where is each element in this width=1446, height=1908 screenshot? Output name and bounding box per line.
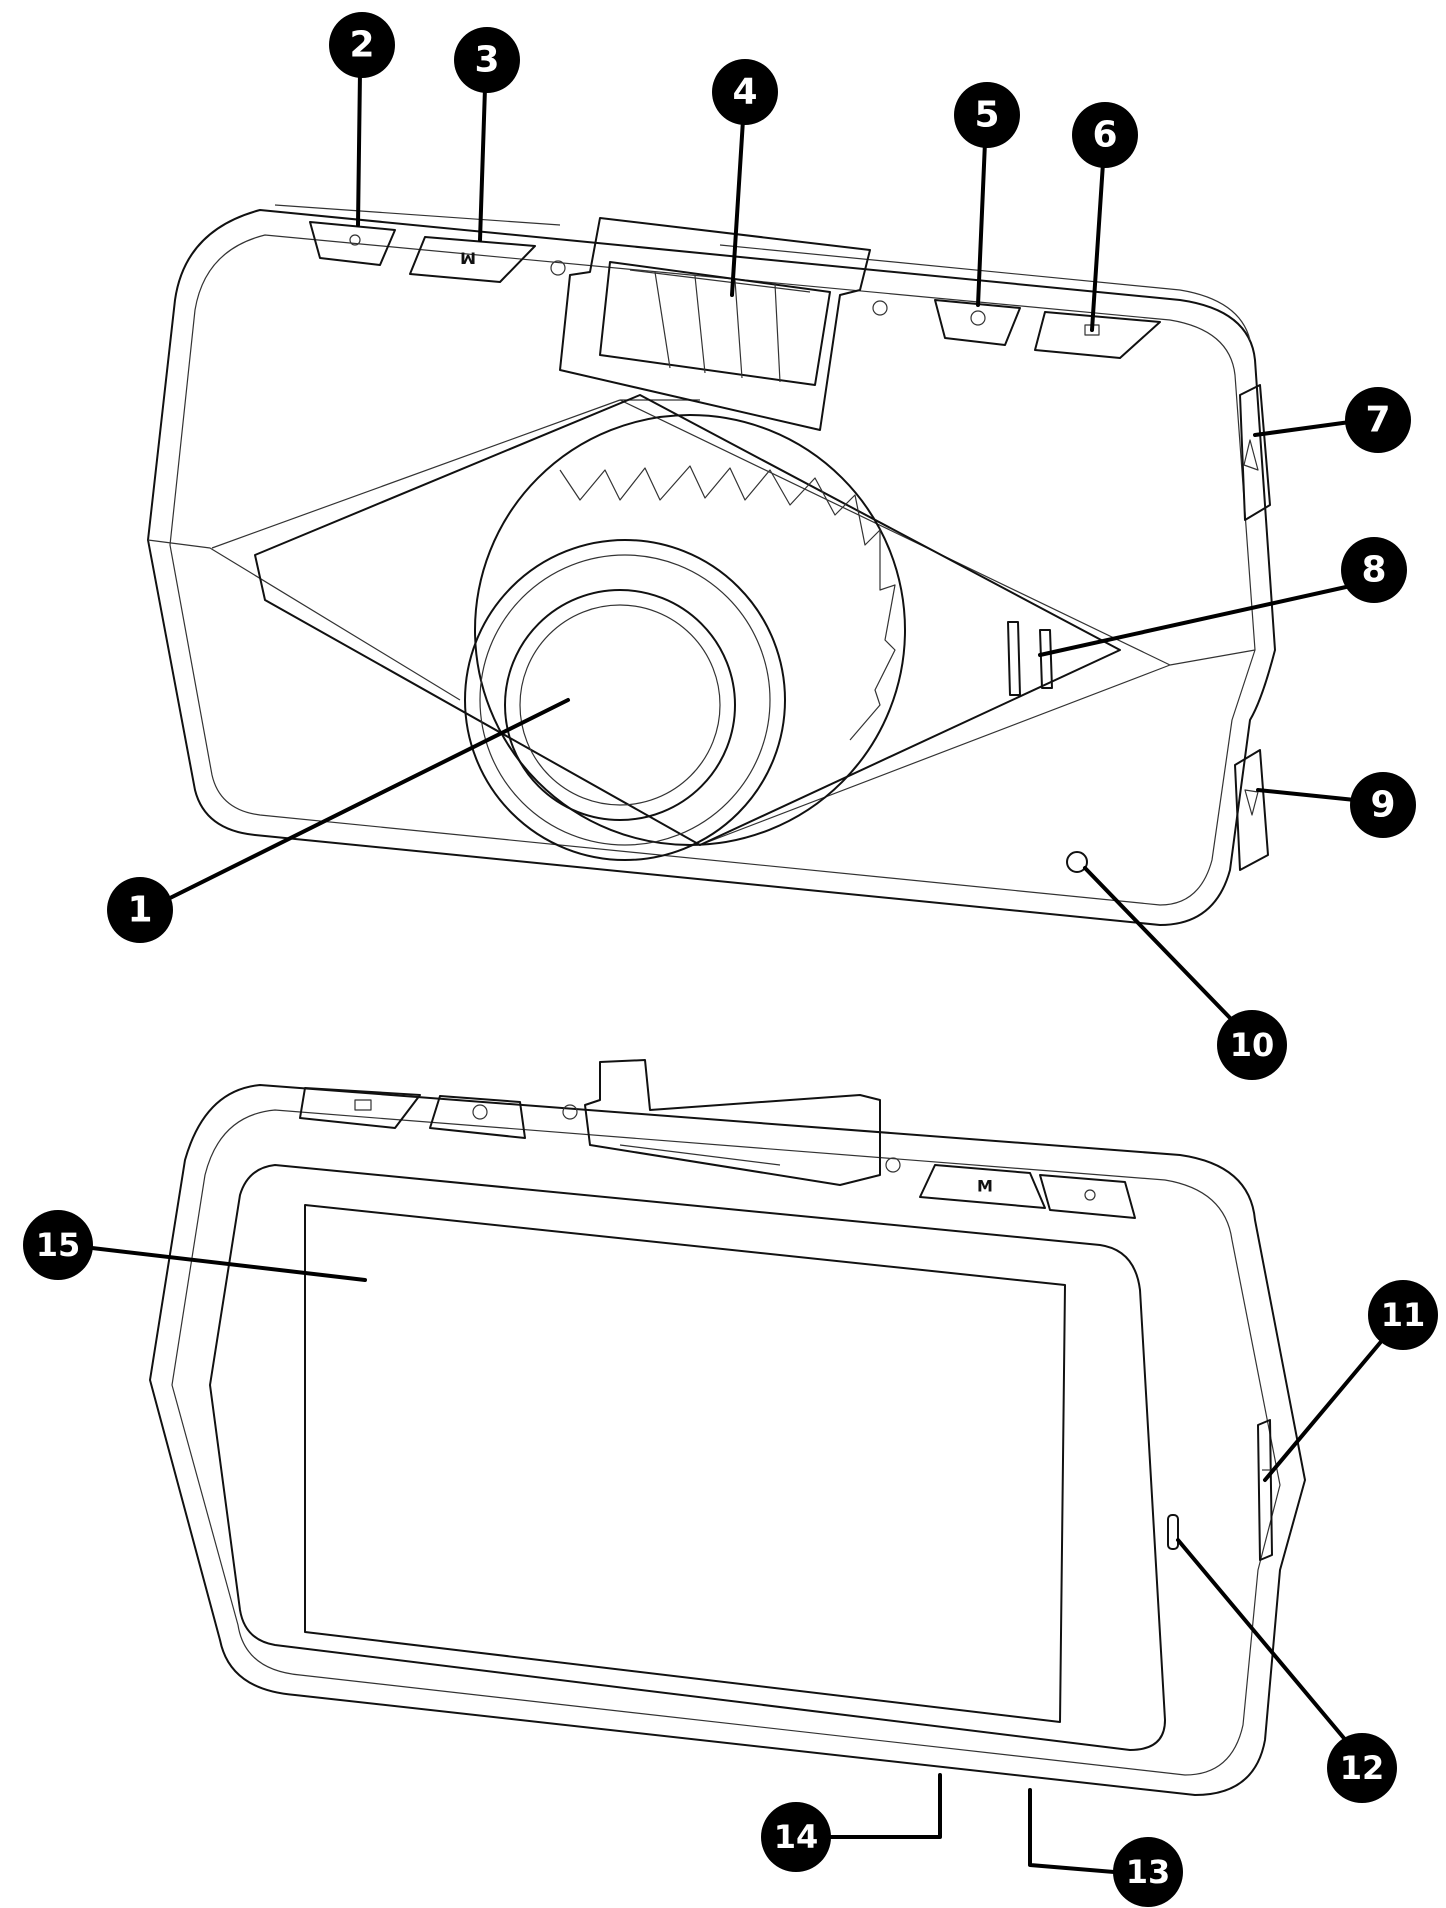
- callout-10: 10: [1217, 1010, 1287, 1080]
- back-top-button-power[interactable]: [429, 1095, 526, 1139]
- svg-text:6: 6: [1092, 115, 1117, 156]
- back-top-button-mode[interactable]: M: [919, 1164, 1046, 1209]
- leader-8: [1038, 585, 1348, 657]
- front-view: M: [147, 204, 1276, 926]
- callout-11: 11: [1368, 1280, 1438, 1350]
- svg-text:14: 14: [774, 1818, 819, 1856]
- callout-15: 15: [23, 1210, 93, 1280]
- callout-2: 2: [329, 12, 395, 78]
- leader-14: [824, 1773, 942, 1839]
- svg-text:9: 9: [1370, 785, 1395, 826]
- svg-text:4: 4: [732, 72, 757, 113]
- svg-text:12: 12: [1340, 1749, 1385, 1787]
- leader-1: [158, 698, 570, 905]
- back-top-button-menu[interactable]: [299, 1087, 421, 1129]
- back-top-button-record[interactable]: [1039, 1174, 1136, 1219]
- svg-text:10: 10: [1230, 1026, 1275, 1064]
- svg-text:11: 11: [1381, 1296, 1426, 1334]
- leader-9: [1256, 788, 1357, 802]
- side-button-up[interactable]: [1239, 384, 1271, 521]
- svg-text:2: 2: [349, 25, 374, 66]
- back-screw-right: [885, 1157, 901, 1173]
- callout-8: 8: [1341, 537, 1407, 603]
- svg-text:3: 3: [474, 40, 499, 81]
- front-top-button-mode[interactable]: M: [409, 236, 536, 283]
- callout-1: 1: [107, 877, 173, 943]
- callout-13: 13: [1113, 1837, 1183, 1907]
- front-screw-left: [550, 260, 566, 276]
- svg-text:13: 13: [1126, 1853, 1171, 1891]
- leader-7: [1253, 420, 1352, 437]
- front-top-button-menu[interactable]: [1034, 311, 1161, 359]
- callout-7: 7: [1345, 387, 1411, 453]
- back-mount-bracket: [584, 1059, 881, 1186]
- svg-text:8: 8: [1361, 550, 1386, 591]
- mode-button-label-back: M: [977, 1177, 993, 1196]
- mode-button-label-front: M: [460, 249, 476, 268]
- leader-11: [1263, 1323, 1397, 1482]
- leader-15: [90, 1246, 367, 1282]
- back-body-outline: [149, 1084, 1306, 1796]
- callout-6: 6: [1072, 102, 1138, 168]
- side-port[interactable]: [1167, 1514, 1179, 1550]
- svg-text:1: 1: [127, 890, 152, 931]
- front-screw-right: [872, 300, 888, 316]
- svg-text:15: 15: [36, 1226, 81, 1264]
- microphone-slots: [1007, 621, 1053, 696]
- callout-4: 4: [712, 59, 778, 125]
- leader-lines: [90, 70, 1397, 1877]
- callout-5: 5: [954, 82, 1020, 148]
- leader-10: [1083, 866, 1234, 1022]
- callout-3: 3: [454, 27, 520, 93]
- leader-5: [976, 140, 987, 307]
- front-body-outline: [147, 209, 1276, 926]
- mount-bracket: [559, 217, 871, 431]
- front-facet-lines: [147, 399, 1256, 846]
- leader-3: [478, 86, 487, 242]
- front-top-button-record[interactable]: [309, 221, 396, 266]
- camera-lens: [464, 414, 906, 861]
- svg-text:5: 5: [974, 95, 999, 136]
- front-body-inner-edge: [169, 234, 1256, 906]
- back-body-bevel: [171, 1109, 1281, 1776]
- front-top-button-power[interactable]: [934, 299, 1021, 346]
- back-screw-left: [562, 1104, 578, 1120]
- lcd-display: [304, 1204, 1066, 1723]
- leader-13: [1028, 1788, 1152, 1877]
- memory-card-slot[interactable]: [1257, 1419, 1273, 1561]
- screen-bezel: [209, 1164, 1166, 1751]
- callout-14: 14: [761, 1802, 831, 1872]
- leader-2: [356, 70, 362, 227]
- leader-6: [1090, 161, 1105, 332]
- leader-4: [730, 118, 745, 297]
- side-button-down[interactable]: [1234, 749, 1269, 871]
- svg-text:7: 7: [1365, 400, 1390, 441]
- status-led: [1066, 851, 1088, 873]
- lens-fascia: [254, 394, 1121, 846]
- front-top-bevel: [274, 204, 1251, 341]
- leader-12: [1176, 1538, 1350, 1745]
- callout-12: 12: [1327, 1733, 1397, 1803]
- back-view: M: [149, 1059, 1306, 1796]
- callout-9: 9: [1350, 772, 1416, 838]
